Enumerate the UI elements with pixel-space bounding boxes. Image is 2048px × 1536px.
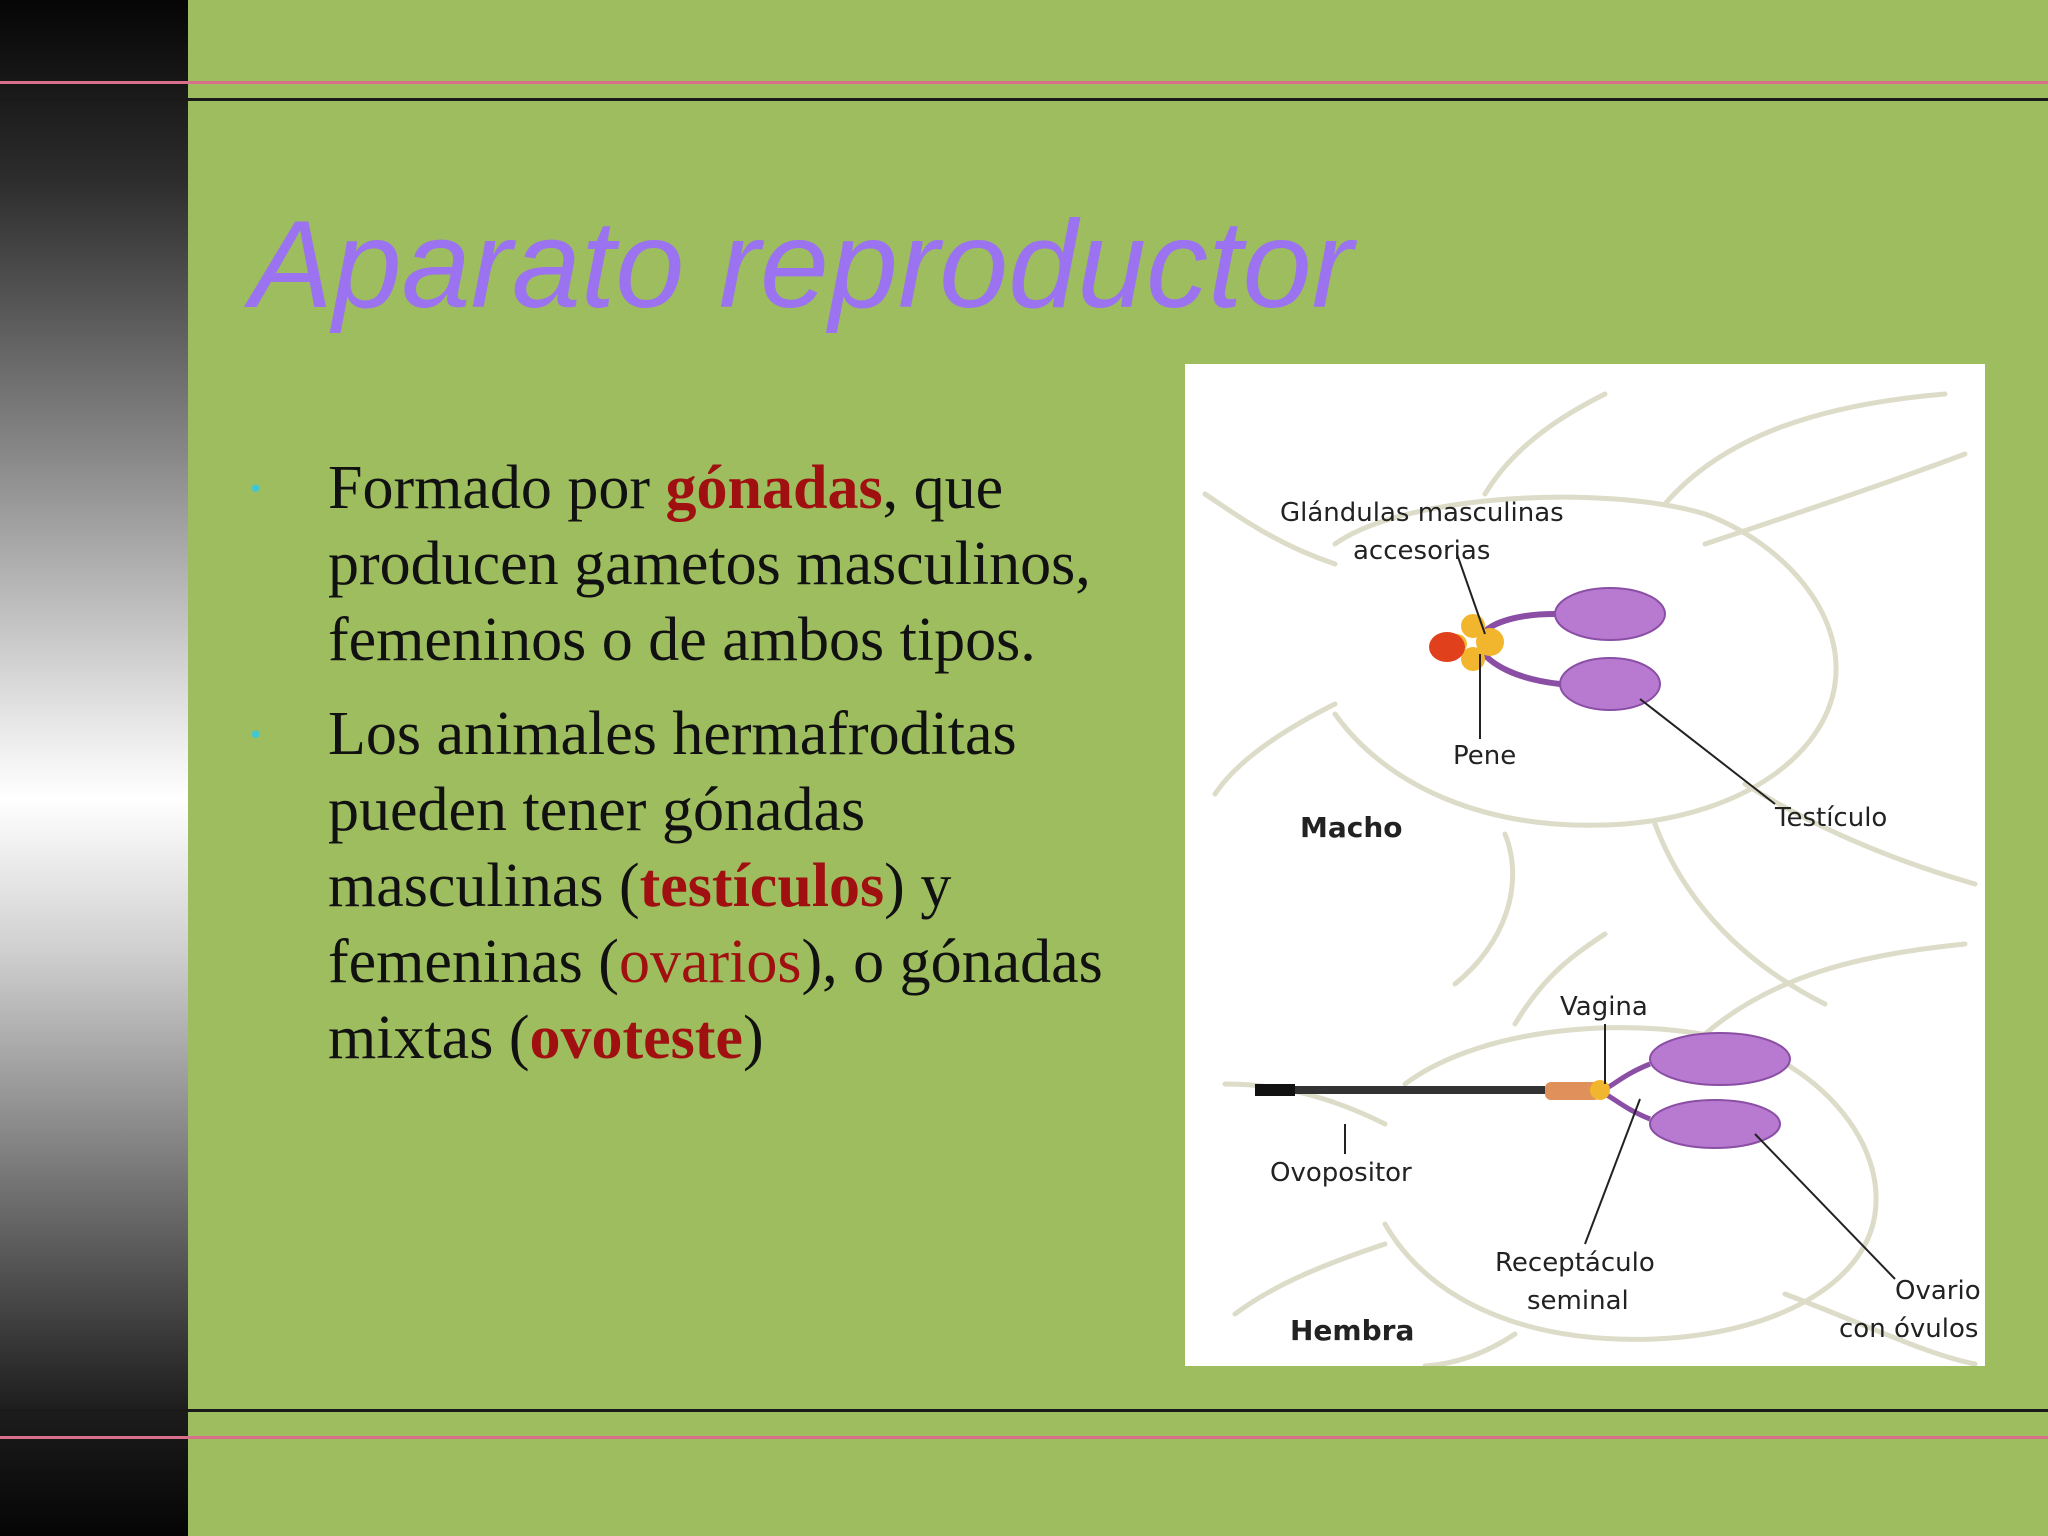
bullet-text: ), o gónadas mixtas ( [328, 928, 1103, 1072]
label-glandulas-line1: Glándulas masculinas [1280, 498, 1564, 528]
top-black-rule [0, 98, 2048, 101]
slide-title: Aparato reproductor [250, 196, 1353, 334]
male-body-outline [1332, 494, 1839, 828]
term-ovoteste: ovoteste [529, 1004, 743, 1072]
bullet-text: Formado por [328, 454, 666, 522]
bullet-text: , que producen gametos masculinos, femen… [328, 454, 1091, 674]
term-gonadas: gónadas [665, 454, 883, 522]
label-ovopositor: Ovopositor [1270, 1158, 1412, 1188]
label-glandulas-line2: accesorias [1353, 536, 1491, 566]
bottom-black-rule [0, 1409, 2048, 1412]
label-ovario-line1: Ovario [1895, 1276, 1981, 1306]
label-pene: Pene [1453, 741, 1517, 771]
label-testiculo: Testículo [1775, 803, 1888, 833]
label-receptaculo-line1: Receptáculo [1495, 1248, 1655, 1278]
insect-reproductive-diagram: Glándulas masculinas accesorias Pene Tes… [1185, 364, 1985, 1366]
bottom-pink-rule [0, 1436, 2048, 1439]
term-testiculos: testículos [639, 852, 885, 920]
label-macho: Macho [1300, 811, 1403, 844]
bullet-text: Los animales hermafroditas pueden tener … [328, 700, 1017, 920]
female-organs [1255, 1032, 1791, 1149]
label-hembra: Hembra [1290, 1314, 1415, 1347]
diagram-illustration [1202, 391, 1978, 1366]
bullet-text: ) y femeninas ( [328, 852, 952, 996]
bullet-list: • Formado por gónadas, que producen game… [250, 450, 1110, 1094]
label-receptaculo-line2: seminal [1527, 1286, 1629, 1316]
term-ovarios: ovarios [618, 928, 802, 996]
label-vagina: Vagina [1560, 992, 1648, 1022]
bullet-item: • Formado por gónadas, que producen game… [250, 450, 1110, 678]
label-leader-lines [1344, 553, 1896, 1280]
bullet-text: ) [742, 1004, 764, 1072]
top-pink-rule [0, 81, 2048, 84]
label-ovario-line2: con óvulos [1839, 1314, 1979, 1344]
bullet-dot-icon: • [250, 470, 262, 506]
bullet-item: • Los animales hermafroditas pueden tene… [250, 696, 1110, 1076]
left-gradient-bar [0, 0, 188, 1536]
bullet-dot-icon: • [250, 716, 262, 752]
male-organs [1429, 587, 1666, 711]
